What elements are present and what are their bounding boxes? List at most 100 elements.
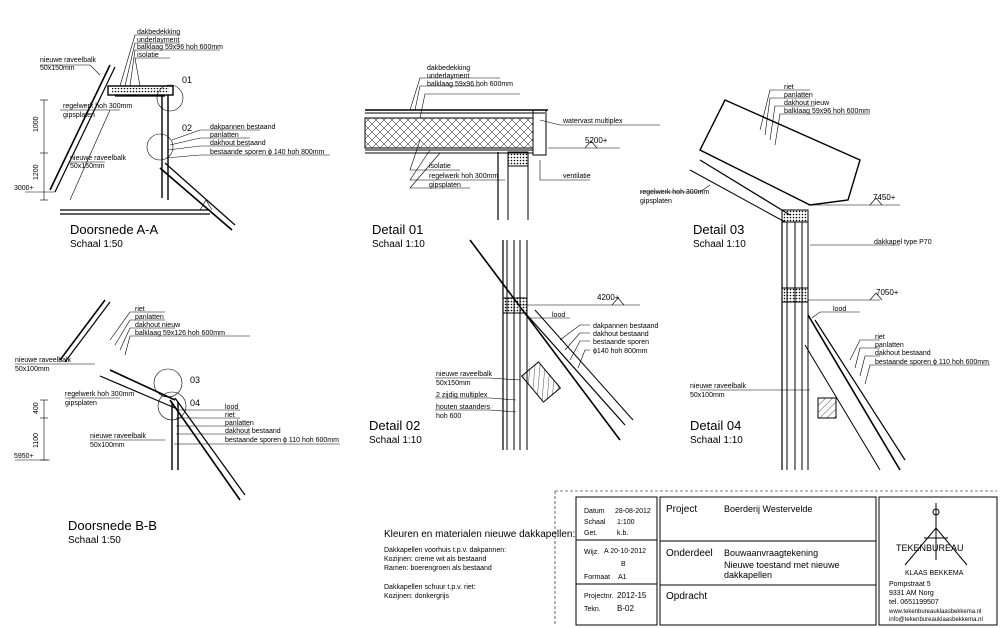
tb-get-label: Get. (584, 530, 597, 537)
d02-sporen2: ϕ140 hoh 800mm (593, 348, 648, 355)
d03-level: 7450+ (873, 193, 896, 202)
label-isolatie: isolatie (137, 52, 159, 59)
tb-wijz-a: A 20-10-2012 (604, 548, 646, 555)
tb-datum-label: Datum (584, 508, 605, 515)
tb-addr-1: Pompstraat 5 (889, 581, 931, 588)
d01-gipsplaten: gipsplaten (429, 182, 461, 189)
scale-detail-02: Schaal 1:10 (369, 435, 422, 446)
label-raveelbalk-low: nieuwe raveelbalk (70, 155, 127, 162)
tb-onderdeel-3: dakkapellen (724, 570, 772, 580)
tb-datum: 28-08-2012 (615, 508, 651, 515)
label-bb-panlatten: panlatten (135, 314, 164, 321)
materials-line-5: Kozijnen: donkergrijs (384, 593, 449, 600)
d04-dakhout: dakhout bestaand (875, 350, 931, 357)
title-detail-01: Detail 01 (372, 222, 423, 237)
label-bb-gipsplaten: gipsplaten (65, 400, 97, 407)
label-gipsplaten: gipsplaten (63, 112, 95, 119)
tb-tekn: B-02 (617, 604, 634, 613)
tb-projectnr-label: Projectnr. (584, 593, 614, 600)
section-aa: dakbedekking underlayment balklaag 59x96… (14, 29, 330, 250)
label-dakpannen: dakpannen bestaand (210, 124, 275, 131)
d04-raveelbalk: nieuwe raveelbalk (690, 383, 747, 390)
d01-multiplex: watervast multiplex (562, 118, 623, 125)
detail-02: 4200+ lood dakpannen bestaand dakhout be… (369, 239, 658, 450)
label-bb-raveelbalk-top: nieuwe raveelbalk (15, 357, 72, 364)
materials-line-2: Kozijnen: creme wit als bestaand (384, 556, 486, 563)
callout-03: 03 (190, 375, 200, 385)
materials-heading: Kleuren en materialen nieuwe dakkapellen… (384, 529, 575, 540)
tb-web: www.tekenbureauklaasbekkema.nl (888, 609, 981, 615)
callout-04: 04 (190, 398, 200, 408)
d02-level: 4200+ (597, 293, 620, 302)
tb-onderdeel-label: Onderdeel (666, 548, 713, 559)
tb-schaal: 1:100 (617, 519, 635, 526)
d01-balklaag: balklaag 59x96 hoh 600mm (427, 81, 513, 88)
scale-detail-01: Schaal 1:10 (372, 239, 425, 250)
d01-dakbedekking: dakbedekking (427, 65, 470, 72)
d01-regelwerk: regelwerk hoh 300mm (429, 173, 498, 180)
label-raveelbalk-top: nieuwe raveelbalk (40, 57, 97, 64)
label-underlayment: underlayment (137, 37, 179, 44)
callout-02: 02 (182, 123, 192, 133)
d04-sporen: bestaande sporen ϕ 110 hoh 600mm (875, 359, 989, 366)
d02-raveelbalk-size: 50x150mm (436, 380, 471, 387)
dim-400: 400 (33, 402, 40, 414)
level-5950: 5950+ (14, 453, 34, 460)
tb-wijz-label: Wijz. (584, 549, 599, 556)
tb-firm: TEKENBUREAU (896, 543, 964, 553)
d04-panlatten: panlatten (875, 342, 904, 349)
d04-riet: riet (875, 334, 885, 341)
label-bb-dakhout-nieuw: dakhout nieuw (135, 322, 181, 329)
materials-line-3: Ramen: boerengroen als bestaand (384, 565, 492, 572)
label-bb-raveelbalk-low-size: 50x100mm (90, 442, 125, 449)
label-bb-riet: riet (135, 306, 145, 313)
tb-schaal-label: Schaal (584, 519, 606, 526)
d02-dakhout: dakhout bestaand (593, 331, 649, 338)
materials-line-4: Dakkapellen schuur t.p.v. riet: (384, 584, 476, 591)
d03-dakhout-nieuw: dakhout nieuw (784, 100, 830, 107)
label-bb-regelwerk: regelwerk hoh 300mm (65, 391, 134, 398)
d03-riet: riet (784, 84, 794, 91)
label-sporen: bestaande sporen ϕ 140 hoh 800mm (210, 149, 325, 156)
section-bb: riet panlatten dakhout nieuw balklaag 59… (14, 299, 340, 546)
label-raveelbalk-top-size: 50x150mm (40, 65, 75, 72)
title-detail-04: Detail 04 (690, 418, 741, 433)
d02-multiplex: 2 zijdig multiplex (436, 392, 488, 399)
scale-detail-04: Schaal 1:10 (690, 435, 743, 446)
label-bb-lood: lood (225, 404, 238, 411)
callout-01: 01 (182, 75, 192, 85)
d02-staanders: houten staanders (436, 404, 491, 411)
detail-01: dakbedekking underlayment balklaag 59x96… (364, 65, 660, 250)
d01-isolatie: isolatie (429, 163, 451, 170)
tb-wijz-b: B (621, 561, 626, 568)
title-bb: Doorsnede B-B (68, 518, 157, 533)
detail-04: 7050+ lood riet panlatten dakhout bestaa… (690, 287, 990, 471)
d04-raveelbalk-size: 50x100mm (690, 392, 725, 399)
d02-raveelbalk: nieuwe raveelbalk (436, 371, 493, 378)
d01-ventilatie: ventilatie (563, 173, 591, 180)
d01-level: 5200+ (585, 136, 608, 145)
scale-bb: Schaal 1:50 (68, 535, 121, 546)
tb-mail: info@tekenbureauklaasbekkema.nl (889, 617, 983, 623)
tb-projectnr: 2012-15 (617, 591, 647, 600)
tb-formaat: A1 (618, 574, 627, 581)
label-regelwerk: regelwerk hoh 300mm (63, 103, 132, 110)
dim-1100: 1100 (33, 433, 40, 448)
tb-tekn-label: Tekn. (584, 606, 601, 613)
tb-addr-2: 9331 AM Norg (889, 590, 934, 597)
label-bb-raveelbalk-top-size: 50x100mm (15, 366, 50, 373)
tb-onderdeel-2: Nieuwe toestand met nieuwe (724, 560, 840, 570)
tb-tel: tel. 0651199507 (889, 599, 939, 606)
level-3000: 3000+ (14, 185, 34, 192)
tb-formaat-label: Formaat (584, 574, 610, 581)
tb-get: k.b. (617, 530, 628, 537)
d03-panlatten: panlatten (784, 92, 813, 99)
label-bb-raveelbalk-low: nieuwe raveelbalk (90, 433, 147, 440)
d03-gipsplaten: gipsplaten (640, 198, 672, 205)
dim-1200: 1200 (33, 164, 40, 180)
title-detail-02: Detail 02 (369, 418, 420, 433)
d04-level: 7050+ (876, 288, 899, 297)
d03-regelwerk: regelwerk hoh 300mm (640, 189, 709, 196)
label-bb-panlatten2: panlatten (225, 420, 254, 427)
